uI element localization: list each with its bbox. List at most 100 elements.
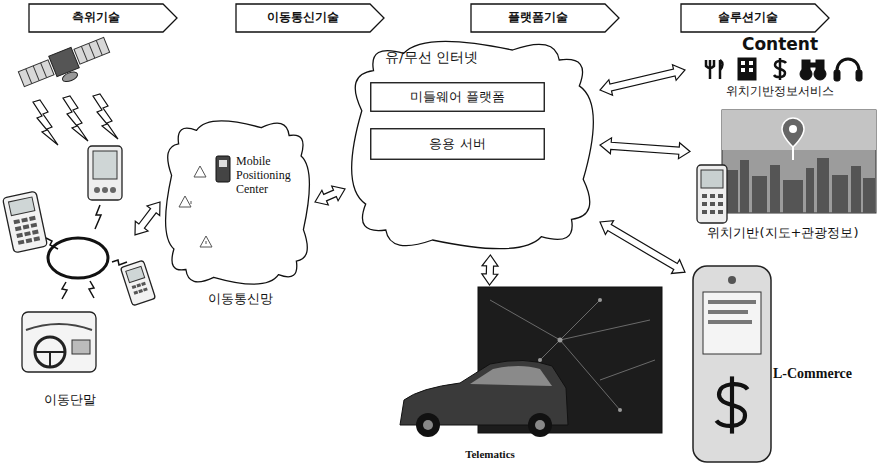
chevron-outline <box>29 4 177 32</box>
handset-icon <box>136 283 141 287</box>
satellite-icon <box>96 40 102 55</box>
node-label: Telematics <box>435 448 545 461</box>
handset-icon <box>710 194 715 198</box>
content-group: Content 위치기반정보서비스 <box>685 35 875 105</box>
l-commerce-phone <box>716 376 747 433</box>
handset-icon <box>126 266 145 282</box>
satellite-icon <box>33 66 39 81</box>
cloud-outline <box>160 115 315 315</box>
l-commerce-phone <box>730 376 734 433</box>
satellite-icon <box>74 37 110 64</box>
dashboard-icon <box>35 337 65 367</box>
map-photo <box>817 158 829 213</box>
map-photo <box>726 158 875 213</box>
map-photo <box>752 176 767 213</box>
node-caption: 이동통신망 <box>185 292 295 307</box>
map-photo <box>851 166 861 213</box>
map-photo <box>722 110 876 213</box>
l-commerce-phone <box>693 266 771 462</box>
telematics-photo <box>538 358 542 362</box>
handset-icon <box>31 223 38 228</box>
node-label: Mobile Positioning Center <box>236 155 312 196</box>
double-arrow <box>600 221 685 274</box>
satellite-icon <box>41 63 47 78</box>
map-pin-icon <box>782 118 804 147</box>
base-station-icon <box>200 236 212 247</box>
l-commerce-phone <box>708 310 748 314</box>
handset-icon <box>3 191 48 253</box>
group-frame <box>395 285 665 465</box>
server-phone-icon <box>216 156 230 182</box>
dashboard-icon <box>49 352 51 367</box>
handset-icon <box>15 226 22 231</box>
map-photo <box>806 168 814 213</box>
handset-icon <box>718 210 723 214</box>
node-label: 이동통신기술 <box>267 11 339 25</box>
pda-icon <box>102 187 108 193</box>
handset-icon <box>710 202 715 206</box>
handset-icon <box>32 229 39 234</box>
restaurant-icon <box>709 60 712 79</box>
signal-bolt <box>33 94 118 145</box>
double-arrow <box>482 255 498 285</box>
terminal-hub <box>89 281 94 298</box>
dashboard-icon <box>26 324 92 330</box>
building-icon <box>749 61 753 65</box>
telematics-group: Telematics <box>395 285 665 465</box>
handset-icon <box>120 260 155 305</box>
telematics-photo <box>416 413 440 437</box>
double-arrow <box>600 65 685 96</box>
handset-icon <box>16 233 23 238</box>
handset-icon <box>138 289 143 293</box>
handset-icon <box>701 170 723 188</box>
content-icons <box>706 58 862 81</box>
headphones-icon <box>834 70 840 81</box>
telematics-photo <box>560 340 620 410</box>
step-chevron: 측위기술 <box>28 3 178 33</box>
pda-icon <box>94 187 100 193</box>
node-label: L-Commerce <box>773 366 873 382</box>
handset-icon <box>33 236 40 241</box>
binoculars-icon <box>814 68 826 80</box>
satellite-icon <box>81 46 87 61</box>
l-commerce-phone <box>728 276 736 284</box>
map-pin-icon <box>782 118 804 160</box>
box-outline <box>371 83 545 112</box>
map-photo <box>722 110 876 150</box>
building-icon <box>741 61 753 72</box>
telematics-photo <box>558 338 563 343</box>
building-icon <box>738 58 756 80</box>
node-caption: 위치기반정보서비스 <box>685 85 875 99</box>
base-station-icon <box>191 201 192 204</box>
satellite-icon <box>61 70 79 83</box>
map-pin-icon <box>792 147 794 160</box>
telematics-photo <box>618 408 622 412</box>
telematics-photo <box>598 298 602 302</box>
handset-icon <box>120 260 155 305</box>
terminal-hub <box>95 205 101 229</box>
box-outline <box>371 129 545 160</box>
handset-icon <box>710 210 715 214</box>
telematics-photo <box>535 420 545 430</box>
server-phone-icon <box>216 156 230 182</box>
telematics-photo <box>490 300 650 340</box>
node-label: 미들웨어 플랫폼 <box>410 90 505 105</box>
handset-icon <box>29 216 36 221</box>
telematics-photo <box>423 420 433 430</box>
map-photo <box>863 178 875 213</box>
dashboard-icon <box>22 312 96 372</box>
handset-icon <box>23 224 30 229</box>
pda-icon <box>93 151 117 179</box>
base-station-icon <box>179 196 191 207</box>
terminal-hub <box>48 238 108 278</box>
handset-icon <box>143 287 148 291</box>
l-commerce-phone <box>703 292 761 354</box>
satellite-icon <box>17 35 114 98</box>
l-commerce-phone <box>708 320 752 324</box>
platform-box: 미들웨어 플랫폼 <box>370 82 545 112</box>
building-icon <box>738 58 756 80</box>
binoculars-icon <box>808 63 818 67</box>
handset-icon <box>21 217 28 222</box>
node-label: Content <box>685 35 875 55</box>
node-label: 유/무선 인터넷 <box>385 49 555 65</box>
